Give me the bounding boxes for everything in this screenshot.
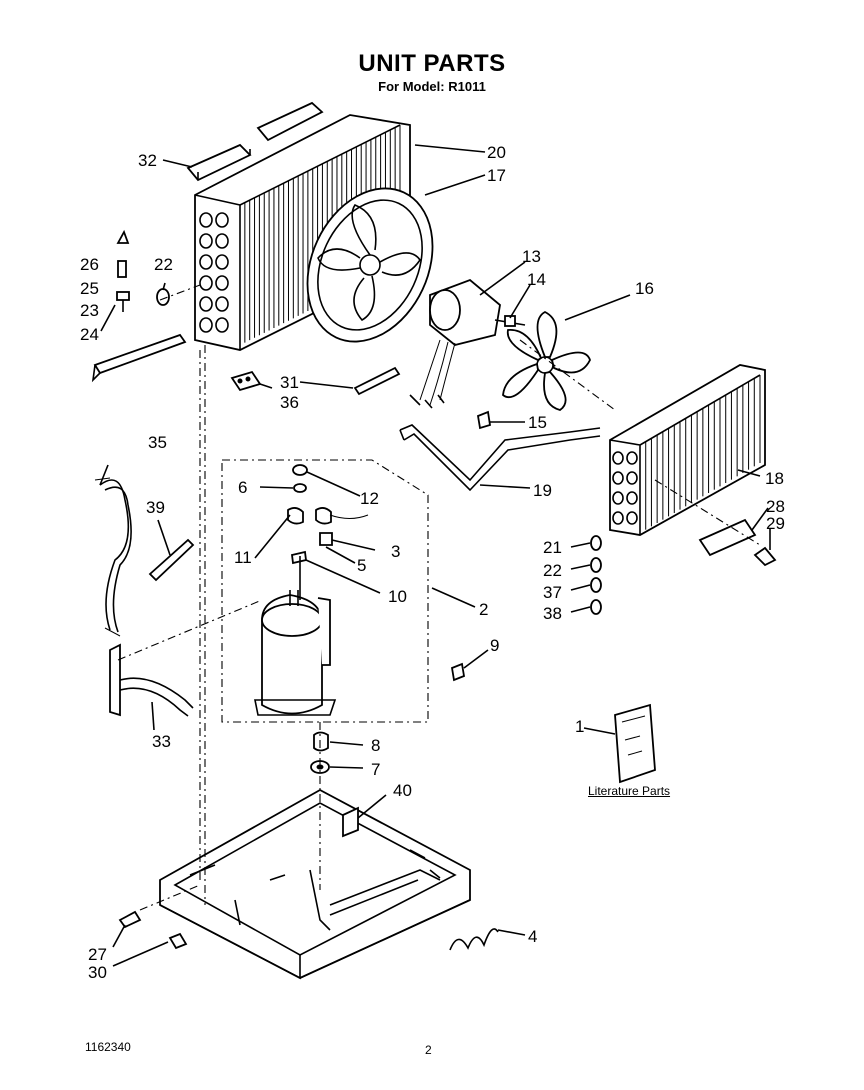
callout-9: 9 (490, 636, 499, 655)
screw-27 (118, 910, 142, 929)
condenser-tube-end (199, 212, 213, 228)
condenser-tube-end (215, 296, 229, 312)
callout-36: 36 (280, 393, 299, 412)
fittings-right (590, 535, 602, 615)
condenser-tube-end (215, 233, 229, 249)
callout-33: 33 (152, 732, 171, 751)
callout-16: 16 (635, 279, 654, 298)
callout-18: 18 (765, 469, 784, 488)
wire-harness (94, 477, 132, 637)
small-parts-left (91, 229, 187, 383)
condenser-tube-end (199, 254, 213, 270)
evaporator-coil (609, 364, 766, 536)
callout-32: 32 (138, 151, 157, 170)
callout-14: 14 (527, 270, 546, 289)
callout-5: 5 (357, 556, 366, 575)
screw-9 (450, 662, 466, 682)
condenser-tube-end (215, 254, 229, 270)
spring-4 (449, 928, 499, 951)
callout-20: 20 (487, 143, 506, 162)
model-subtitle: For Model: R1011 (378, 79, 486, 94)
fan-motor (409, 278, 526, 409)
condenser-tube-end (215, 317, 229, 333)
literature-parts-label: Literature Parts (588, 784, 671, 798)
callout-24: 24 (80, 325, 99, 344)
cover-28 (698, 518, 757, 557)
callout-19: 19 (533, 481, 552, 500)
coil-cover-32b (256, 101, 324, 142)
bracket-33 (109, 643, 194, 717)
callout-15: 15 (528, 413, 547, 432)
callout-8: 8 (371, 736, 380, 755)
screw-29 (753, 546, 777, 567)
compressor-assembly (221, 459, 429, 723)
cable-tie (353, 366, 401, 396)
evaporator-tube-end (612, 471, 624, 485)
callout-38: 38 (543, 604, 562, 623)
page-title: UNIT PARTS (358, 50, 506, 77)
callout-1: 1 (575, 717, 584, 736)
callout-7: 7 (371, 760, 380, 779)
callout-21: 21 (543, 538, 562, 557)
condenser-tube-end (215, 212, 229, 228)
callout-25: 25 (80, 279, 99, 298)
evaporator-tube-end (626, 471, 638, 485)
base-pan (159, 788, 471, 980)
callout-28: 28 (766, 497, 785, 516)
evaporator-tube-end (626, 511, 638, 525)
evaporator-tube-end (612, 511, 624, 525)
evaporator-tube-end (612, 491, 624, 505)
literature-booklet (614, 703, 656, 784)
callout-2: 2 (479, 600, 488, 619)
callout-10: 10 (388, 587, 407, 606)
condenser-tube-end (199, 317, 213, 333)
callout-labels: 32 20 17 13 14 16 15 18 19 26 25 23 24 2… (80, 143, 785, 982)
strap-39 (148, 538, 195, 582)
callout-26: 26 (80, 255, 99, 274)
refrigerant-tubing (399, 424, 601, 492)
evaporator-tube-end (612, 451, 624, 465)
leader-lines (99, 144, 771, 967)
callout-4: 4 (528, 927, 537, 946)
callout-37: 37 (543, 583, 562, 602)
callout-31: 31 (280, 373, 299, 392)
callout-30: 30 (88, 963, 107, 982)
callout-35: 35 (148, 433, 167, 452)
fan-shroud (306, 187, 434, 343)
terminal-block (230, 370, 262, 392)
callout-23: 23 (80, 301, 99, 320)
evaporator-tube-end (626, 451, 638, 465)
evaporator-tube-end (626, 491, 638, 505)
callout-6: 6 (238, 478, 247, 497)
callout-13: 13 (522, 247, 541, 266)
clip-15 (476, 410, 492, 430)
condenser-tube-end (215, 275, 229, 291)
condenser-tube-end (199, 233, 213, 249)
blower-fan (502, 310, 591, 411)
callout-39: 39 (146, 498, 165, 517)
callout-27: 27 (88, 945, 107, 964)
callout-17: 17 (487, 166, 506, 185)
grommet-8 (313, 731, 329, 752)
screw-30 (168, 932, 188, 950)
callout-12: 12 (360, 489, 379, 508)
condenser-tube-end (199, 275, 213, 291)
callout-11: 11 (234, 548, 252, 567)
callout-40: 40 (393, 781, 412, 800)
callout-22-top: 22 (154, 255, 173, 274)
document-number: 1162340 (85, 1040, 131, 1054)
coil-cover-32a (186, 143, 252, 182)
condenser-tube-end (199, 296, 213, 312)
callout-22-right: 22 (543, 561, 562, 580)
callout-3: 3 (391, 542, 400, 561)
alignment-lines (117, 284, 761, 911)
callout-29: 29 (766, 514, 785, 533)
page-number: 2 (425, 1043, 432, 1057)
